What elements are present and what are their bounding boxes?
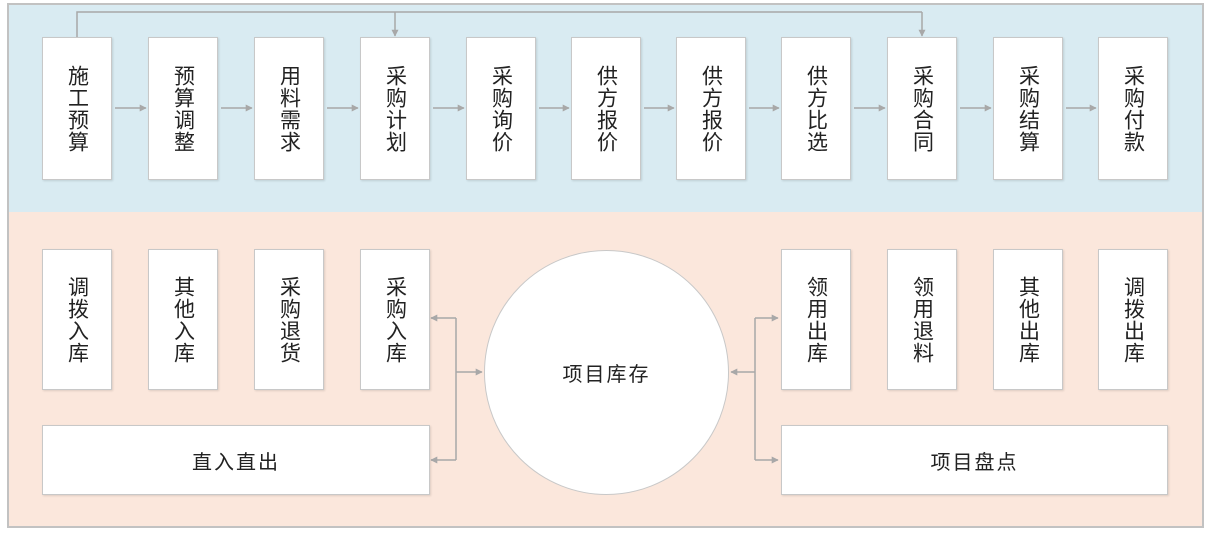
project-inventory-circle: 项目库存 [484,250,729,495]
inbound-label: 调拨入库 [65,275,90,364]
step-label: 供方比选 [804,64,829,153]
step-supplier-selection: 供方比选 [781,37,851,180]
outbound-issue-return: 领用退料 [887,249,957,390]
step-label: 供方报价 [594,64,619,153]
step-label: 供方报价 [699,64,724,153]
outbound-other-out: 其他出库 [993,249,1063,390]
project-stocktake-box: 项目盘点 [781,425,1168,495]
inbound-other-in: 其他入库 [148,249,218,390]
step-purchase-plan: 采购计划 [360,37,430,180]
step-budget-adjustment: 预算调整 [148,37,218,180]
step-construction-budget: 施工预算 [42,37,112,180]
loop-line [76,11,922,37]
step-supplier-quote-2: 供方报价 [676,37,746,180]
step-label: 施工预算 [65,64,90,153]
step-label: 采购付款 [1121,64,1146,153]
inbound-label: 采购退货 [277,275,302,364]
step-purchase-settlement: 采购结算 [993,37,1063,180]
step-label: 采购结算 [1016,64,1041,153]
step-label: 用料需求 [277,64,302,153]
inbound-purchase-in: 采购入库 [360,249,430,390]
step-supplier-quote-1: 供方报价 [571,37,641,180]
inbound-label: 采购入库 [383,275,408,364]
inbound-label: 其他入库 [171,275,196,364]
outbound-issue-out: 领用出库 [781,249,851,390]
project-inventory-label: 项目库存 [562,362,651,386]
outbound-label: 领用退料 [910,275,935,364]
outbound-transfer-out: 调拨出库 [1098,249,1168,390]
step-label: 预算调整 [171,64,196,153]
outbound-label: 领用出库 [804,275,829,364]
inbound-transfer-in: 调拨入库 [42,249,112,390]
step-label: 采购合同 [910,64,935,153]
step-purchase-payment: 采购付款 [1098,37,1168,180]
direct-in-out-box: 直入直出 [42,425,430,495]
outbound-label: 其他出库 [1016,275,1041,364]
outbound-label: 调拨出库 [1121,275,1146,364]
direct-in-out-label: 直入直出 [192,449,280,474]
step-label: 采购计划 [383,64,408,153]
step-material-demand: 用料需求 [254,37,324,180]
inbound-purchase-return: 采购退货 [254,249,324,390]
project-stocktake-label: 项目盘点 [930,449,1019,474]
step-purchase-contract: 采购合同 [887,37,957,180]
step-label: 采购询价 [489,64,514,153]
step-purchase-inquiry: 采购询价 [466,37,536,180]
